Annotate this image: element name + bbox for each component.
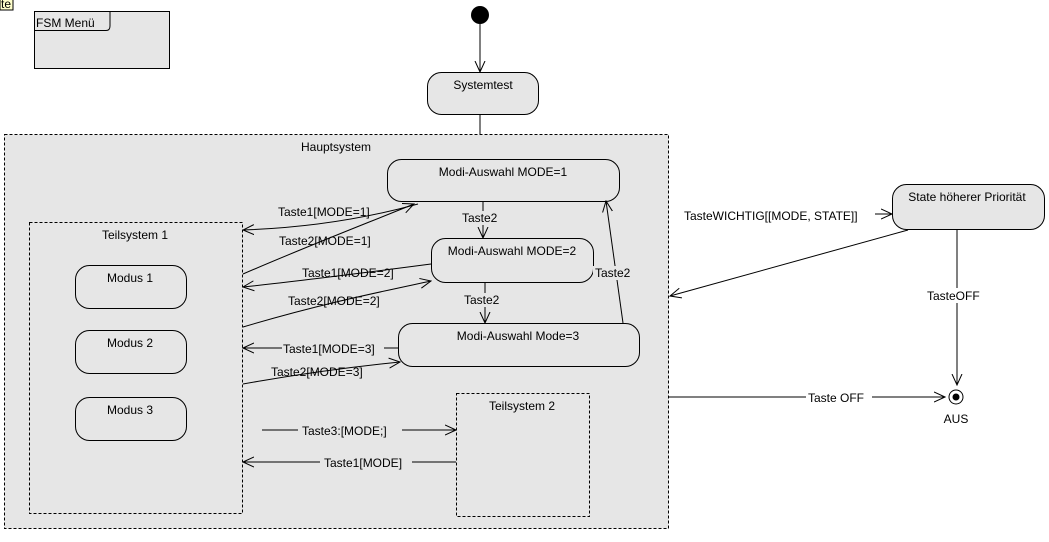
state-priority: State höherer Priorität xyxy=(892,184,1045,230)
state-modi1: Modi-Auswahl MODE=1 xyxy=(387,159,620,202)
state-systemtest: Systemtest xyxy=(427,72,539,115)
state-priority-label: State höherer Priorität xyxy=(908,190,1026,204)
transition-taste2-mode1: Taste2[MODE=1] xyxy=(279,234,371,248)
corner-tag-text: te xyxy=(1,0,11,11)
state-modus3-label: Modus 3 xyxy=(107,403,153,417)
final-state-label: AUS xyxy=(944,412,969,426)
transition-off-right: TasteOFF xyxy=(927,289,980,303)
transition-taste1-mode1-line xyxy=(243,203,419,230)
state-modi3: Modi-Auswahl Mode=3 xyxy=(398,323,640,367)
region-hauptsystem-label: Hauptsystem xyxy=(301,140,371,154)
region-teilsystem1-label: Teilsystem 1 xyxy=(102,228,168,242)
state-modus2-label: Modus 2 xyxy=(107,336,153,350)
transition-taste3: Taste3:[MODE;] xyxy=(302,424,387,438)
transition-modi3-modi1-line xyxy=(606,201,624,324)
region-teilsystem2: Teilsystem 2 xyxy=(456,393,590,517)
transition-taste1-mode3: Taste1[MODE=3] xyxy=(283,342,375,356)
transition-taste2-mode2-line xyxy=(242,281,431,328)
state-systemtest-label: Systemtest xyxy=(453,78,513,92)
transition-wichtig: TasteWICHTIG[[MODE, STATE]] xyxy=(684,209,858,223)
region-teilsystem2-label: Teilsystem 2 xyxy=(489,399,555,413)
state-modus1: Modus 1 xyxy=(75,265,187,309)
state-modi1-label: Modi-Auswahl MODE=1 xyxy=(439,165,568,179)
frame-label: FSM Menü xyxy=(36,16,95,30)
final-state: AUS xyxy=(944,389,969,426)
transition-off-main: Taste OFF xyxy=(808,391,864,405)
transition-priority-hauptsystem-line xyxy=(670,229,909,296)
transition-modi1-modi2: Taste2 xyxy=(462,211,498,225)
state-modi3-label: Modi-Auswahl Mode=3 xyxy=(457,329,580,343)
state-modus2: Modus 2 xyxy=(75,330,187,374)
state-modus1-label: Modus 1 xyxy=(107,271,153,285)
state-modi2-label: Modi-Auswahl MODE=2 xyxy=(448,244,577,258)
transition-taste2-mode2: Taste2[MODE=2] xyxy=(288,294,380,308)
transition-taste1-mode2-line xyxy=(243,263,432,287)
frame-fsm-menu: FSM Menü xyxy=(34,11,170,69)
transition-taste1-mode2: Taste1[MODE=2] xyxy=(302,266,394,280)
initial-state xyxy=(471,6,489,24)
transition-modi2-modi3: Taste2 xyxy=(464,293,500,307)
transition-taste1-mode1: Taste1[MODE=1] xyxy=(278,205,370,219)
state-modus3: Modus 3 xyxy=(75,397,187,441)
transition-taste1-mode: Taste1[MODE] xyxy=(324,456,402,470)
corner-tag: te xyxy=(0,0,14,11)
transition-modi3-modi1: Taste2 xyxy=(595,266,631,280)
transition-taste2-mode3: Taste2[MODE=3] xyxy=(271,365,363,379)
transition-taste2-mode3-line xyxy=(242,362,400,385)
state-modi2: Modi-Auswahl MODE=2 xyxy=(431,238,594,283)
transition-taste2-mode1-line xyxy=(242,204,414,275)
